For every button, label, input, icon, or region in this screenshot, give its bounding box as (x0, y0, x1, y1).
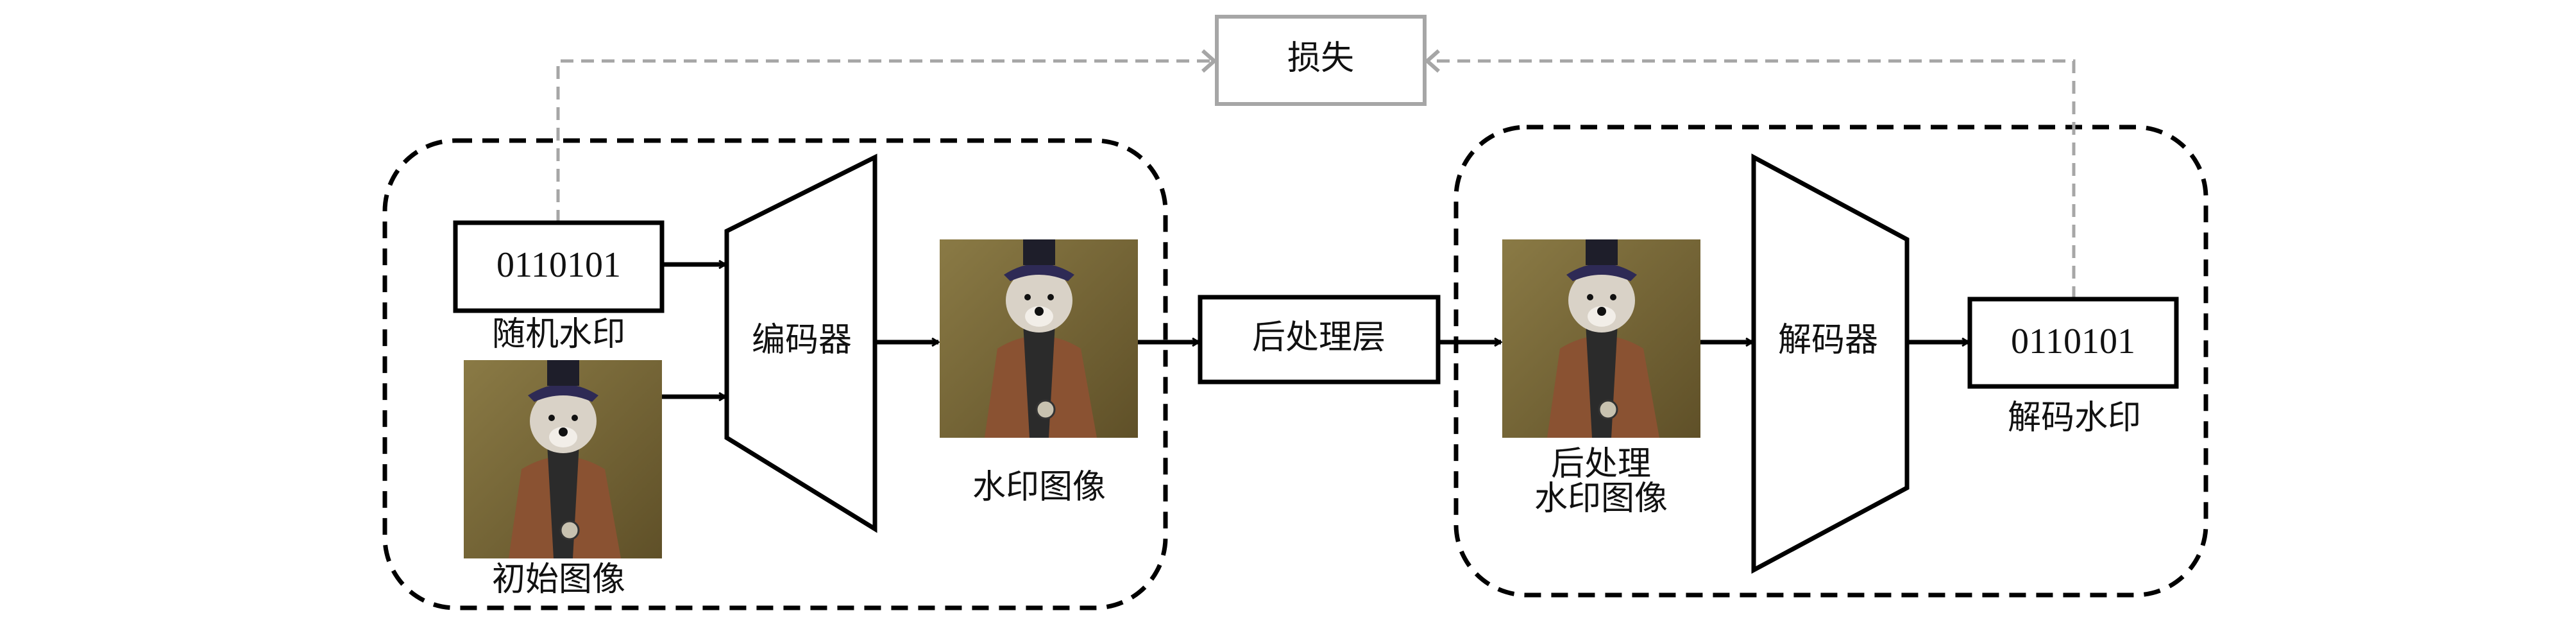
watermarked-image (938, 238, 1139, 439)
decoded-watermark-box: 0110101 (1967, 297, 2179, 389)
flow-arrows (662, 264, 1969, 397)
loss-label: 损失 (1287, 40, 1354, 77)
original-image (462, 359, 663, 560)
post-processing-layer-label: 后处理层 (1252, 320, 1385, 356)
encoder-trapezoid (724, 153, 877, 533)
post-processed-image (1501, 238, 1702, 439)
decoded-watermark-bits: 0110101 (2011, 322, 2135, 361)
random-watermark-box: 0110101 (453, 220, 665, 313)
decoder-label: 解码器 (1778, 322, 1878, 359)
random-watermark-label: 随机水印 (492, 316, 625, 353)
post-image-label-line2: 水印图像 (1534, 481, 1668, 517)
watermarked-image-label: 水印图像 (972, 469, 1106, 506)
loss-box: 损失 (1215, 15, 1427, 106)
original-image-label: 初始图像 (492, 562, 625, 598)
decoded-watermark-label: 解码水印 (2008, 400, 2141, 436)
random-watermark-bits: 0110101 (496, 245, 621, 285)
decoder-trapezoid (1751, 153, 1910, 574)
decoder-group-frame (1453, 125, 2208, 598)
post-processing-layer-box: 后处理层 (1198, 295, 1441, 384)
encoder-label: 编码器 (752, 322, 852, 359)
loss-feedback-lines (556, 61, 2076, 299)
post-image-label-line1: 后处理 (1551, 446, 1651, 483)
